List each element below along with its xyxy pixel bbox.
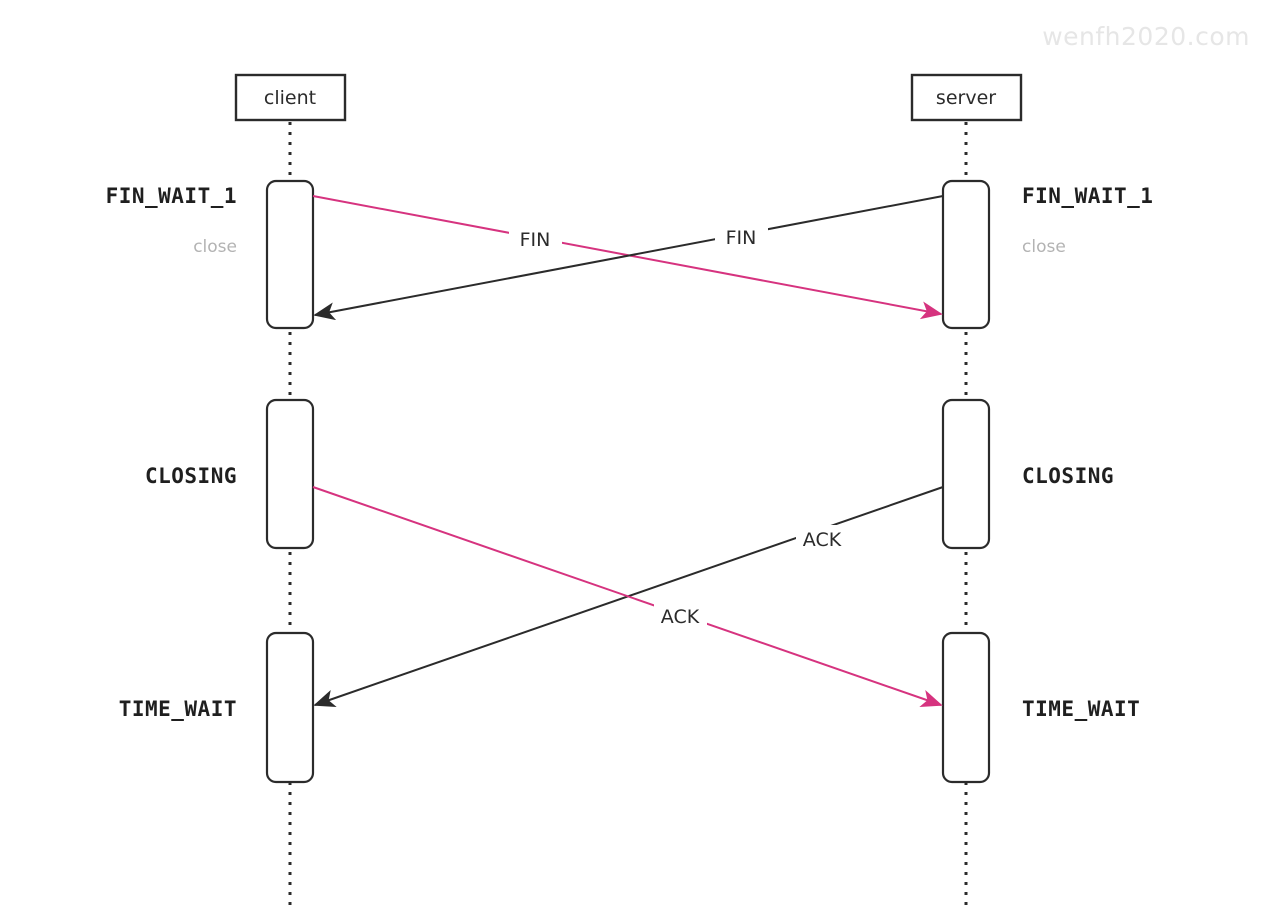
activation-client-closing[interactable] — [265, 398, 315, 550]
activation-boxes — [265, 179, 991, 784]
state-label-right-time-wait: TIME_WAIT — [1022, 697, 1140, 721]
state-label-right-closing: CLOSING — [1022, 464, 1114, 488]
left-state-labels: FIN_WAIT_1 CLOSING TIME_WAIT — [106, 184, 237, 721]
message-arrow-ack-client-to-server[interactable] — [312, 486, 943, 708]
note-label-left-close: close — [193, 237, 237, 257]
message-label-bg-fin-client — [509, 225, 562, 251]
actor-header-server[interactable]: server — [910, 73, 1023, 122]
actor-label-server: server — [936, 87, 996, 109]
message-arrows — [312, 195, 944, 708]
state-label-left-fin-wait-1: FIN_WAIT_1 — [106, 184, 237, 208]
message-label-ack-client: ACK — [661, 606, 700, 628]
message-label-bg-ack-client — [654, 602, 707, 628]
actor-label-client: client — [264, 87, 316, 109]
message-arrow-fin-server-to-client[interactable] — [313, 195, 944, 321]
message-label-fin-client: FIN — [520, 229, 551, 251]
actor-box-client[interactable] — [234, 73, 347, 122]
state-label-right-fin-wait-1: FIN_WAIT_1 — [1022, 184, 1153, 208]
right-state-labels: FIN_WAIT_1 CLOSING TIME_WAIT — [1022, 184, 1153, 721]
message-labels: FIN FIN ACK ACK — [509, 223, 849, 628]
activation-server-fin-wait-1[interactable] — [941, 179, 991, 330]
message-label-bg-ack-server — [796, 525, 849, 551]
state-label-left-closing: CLOSING — [145, 464, 237, 488]
watermark-text: wenfh2020.com — [1042, 22, 1250, 51]
message-label-bg-fin-server — [715, 223, 768, 249]
state-label-left-time-wait: TIME_WAIT — [119, 697, 237, 721]
activation-client-fin-wait-1[interactable] — [265, 179, 315, 330]
actor-header-client[interactable]: client — [234, 73, 347, 122]
activation-server-closing[interactable] — [941, 398, 991, 550]
actor-box-server[interactable] — [910, 73, 1023, 122]
message-label-fin-server: FIN — [726, 227, 757, 249]
note-labels: close close — [193, 237, 1066, 257]
message-label-ack-server: ACK — [803, 529, 842, 551]
activation-client-time-wait[interactable] — [265, 631, 315, 784]
activation-server-time-wait[interactable] — [941, 631, 991, 784]
note-label-right-close: close — [1022, 237, 1066, 257]
